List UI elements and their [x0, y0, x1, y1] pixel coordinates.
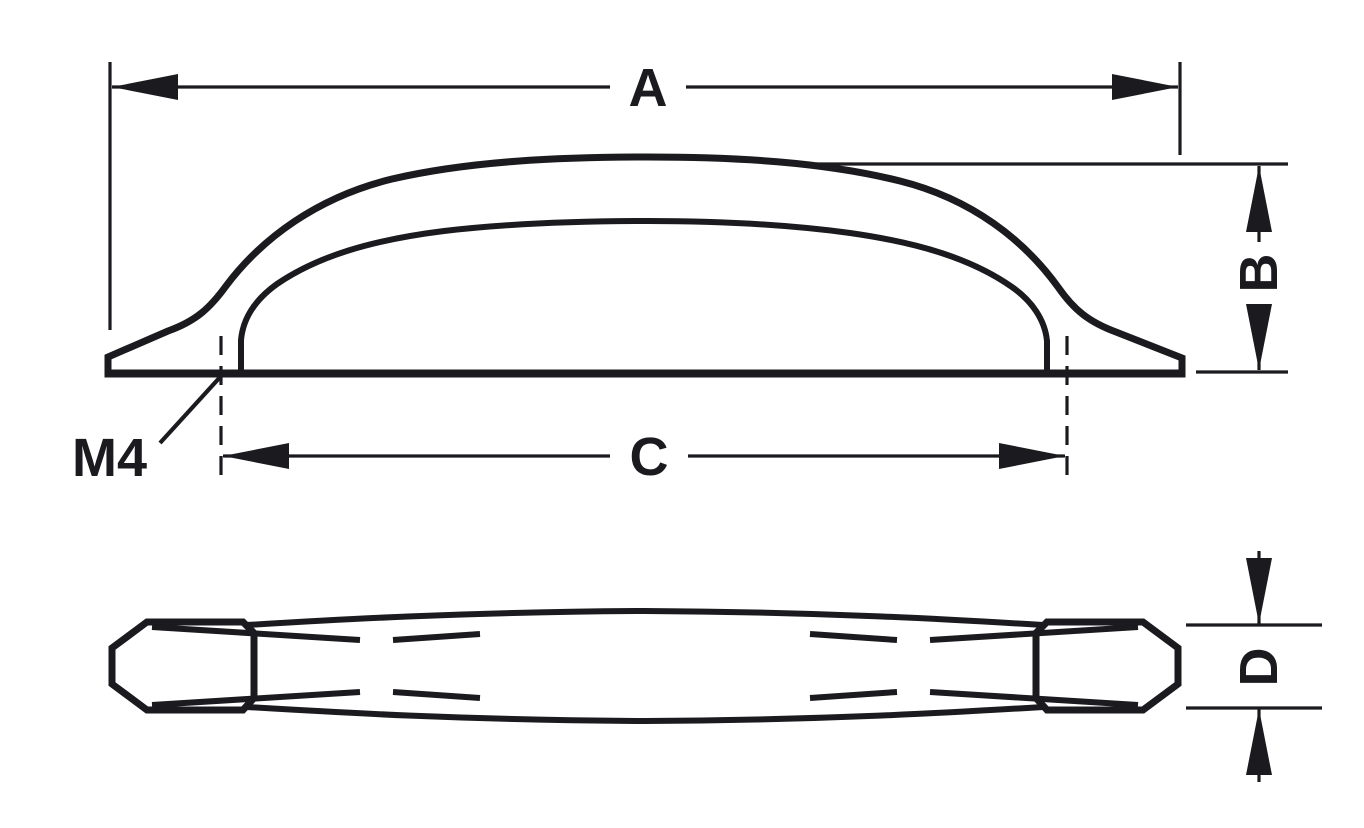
dimension-D-arrow-bottom: [1246, 709, 1272, 775]
front-elevation-view: A B M4 C: [72, 58, 1289, 488]
plan-lower-edge: [246, 704, 1044, 725]
plan-upper-edge: [246, 607, 1044, 628]
dimension-B-arrow-top: [1246, 166, 1272, 232]
dimension-A-label: A: [629, 58, 668, 118]
plan-right-pad-outline: [1032, 618, 1182, 714]
handle-inner-profile: [238, 217, 1050, 377]
plan-left-pad-outline: [108, 618, 258, 714]
m4-label: M4: [72, 428, 147, 488]
dimension-D-arrow-top: [1246, 558, 1272, 624]
dimension-C: C: [223, 427, 1065, 487]
annotation-M4: M4: [72, 373, 224, 488]
dimension-C-label: C: [630, 427, 669, 487]
plan-right-upper-taper: [929, 624, 1139, 643]
plan-right-lower-taper: [929, 689, 1139, 708]
dimension-B: B: [816, 162, 1289, 374]
dimension-D: D: [1186, 551, 1322, 782]
plan-left-neck-upper: [392, 631, 481, 643]
dimension-C-arrow-right: [999, 443, 1065, 469]
dimension-A-arrow-right: [1112, 74, 1178, 100]
dimension-B-arrow-bottom: [1246, 304, 1272, 370]
plan-left-neck-lower: [392, 689, 481, 701]
dimension-C-arrow-left: [223, 443, 289, 469]
plan-right-neck-lower: [809, 689, 898, 701]
dimension-B-label: B: [1229, 254, 1289, 293]
plan-left-lower-taper: [151, 689, 361, 708]
m4-leader-line: [158, 373, 224, 445]
plan-right-neck-upper: [809, 631, 898, 643]
dimension-D-label: D: [1229, 648, 1289, 687]
plan-left-upper-taper: [151, 624, 361, 643]
handle-outer-profile: [104, 153, 1186, 378]
dimension-A-arrow-left: [112, 74, 178, 100]
dimension-A: A: [108, 58, 1182, 330]
bottom-plan-view: D: [108, 551, 1322, 782]
